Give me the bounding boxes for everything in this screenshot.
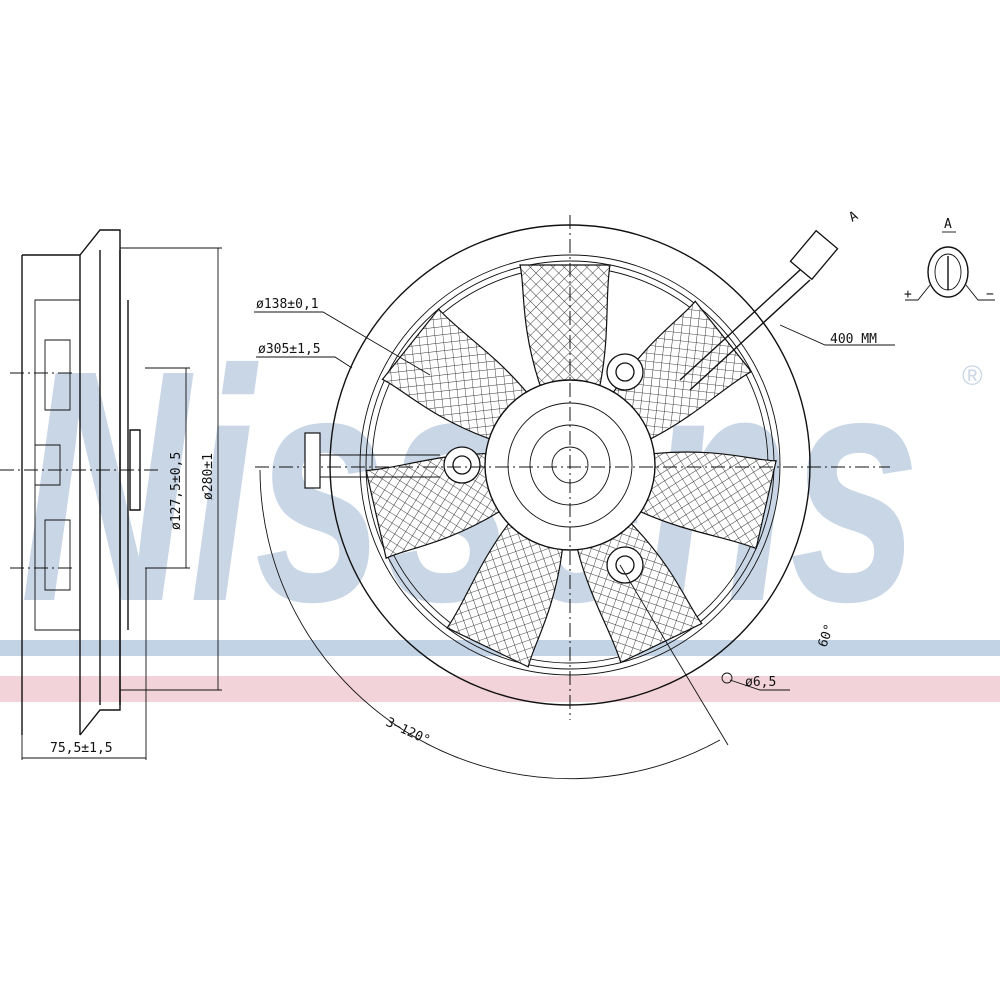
outer-diameter-label: ø305±1,5 <box>258 342 321 357</box>
hub-diameter-label: ø138±0,1 <box>256 297 319 312</box>
detail-title: A <box>944 217 952 232</box>
connector-plug <box>789 229 839 281</box>
fan-blade <box>613 300 753 440</box>
minus-terminal-label: − <box>986 287 994 302</box>
mounting-pattern-label: 3−120° <box>383 715 432 748</box>
fan-blade <box>519 264 611 386</box>
view-marker-a: A <box>847 208 861 225</box>
connector-detail-a: A + − <box>904 217 995 302</box>
fan-blade <box>640 451 777 550</box>
mounting-bolt <box>606 546 644 584</box>
cable-length-label: 400 MM <box>830 332 877 347</box>
registered-mark: ® <box>962 360 983 391</box>
fan-blade <box>446 523 563 668</box>
plus-terminal-label: + <box>904 287 912 302</box>
side-connector <box>304 432 321 489</box>
ring-diameter-label: ø127,5±0,5 <box>169 452 184 530</box>
mounting-bolt <box>606 353 644 391</box>
shroud-diameter-label: ø280±1 <box>201 453 216 500</box>
fan-blade <box>381 308 527 440</box>
hole-diameter-label: ø6,5 <box>745 675 776 690</box>
mounting-bolt <box>443 446 481 484</box>
side-view: ø127,5±0,5 ø280±1 75,5±1,5 <box>0 229 222 760</box>
depth-label: 75,5±1,5 <box>50 741 113 756</box>
watermark-stripe-pink <box>0 676 1000 702</box>
